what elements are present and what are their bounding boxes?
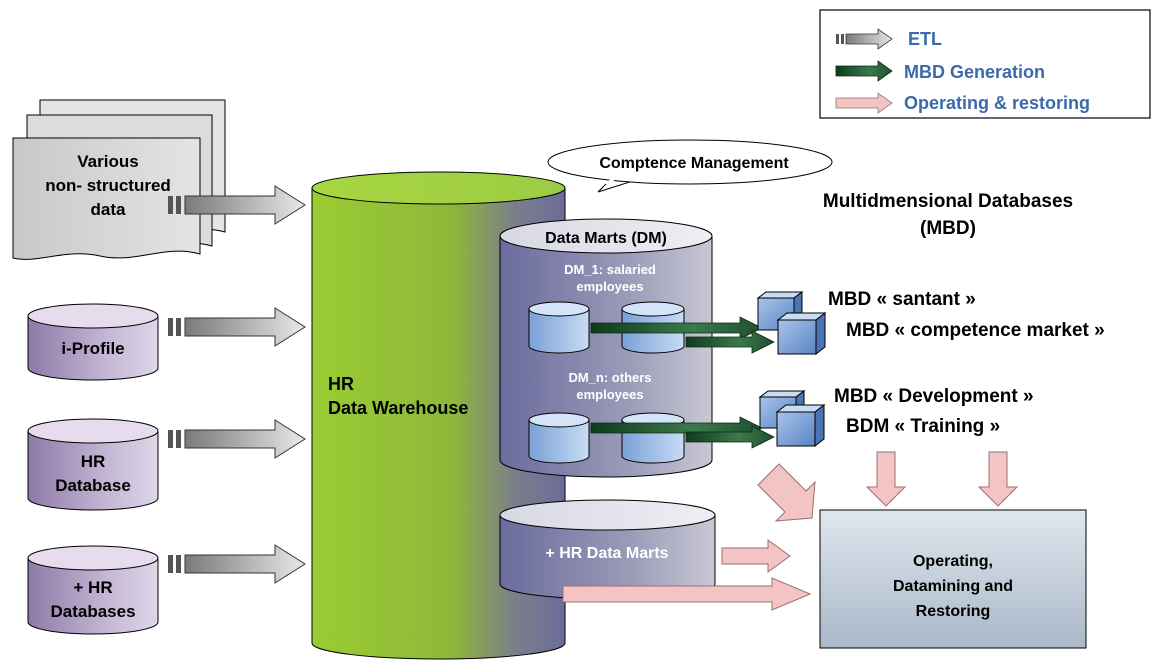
mbd-label-development: MBD « Development »	[834, 386, 1034, 407]
mbd-header-line-1: Multidmensional Databases	[823, 191, 1073, 212]
operating-box-line-1: Operating,	[913, 553, 993, 570]
legend-etl-arrow	[836, 28, 893, 50]
dm1-line-2: employees	[576, 279, 643, 294]
source-more-hr-databases-cylinder: + HR Databases	[27, 545, 159, 635]
legend: ETL MBD Generation Operating & restoring	[819, 9, 1151, 119]
legend-mbd-generation-arrow	[835, 60, 893, 82]
mbd-cube-competence-market	[776, 311, 827, 356]
source-hr-database-cylinder: HR Database	[27, 418, 159, 511]
unstructured-line-3: data	[91, 200, 127, 219]
mbd-label-competence-market: MBD « competence market »	[846, 320, 1105, 341]
dmn-line-1: DM_n: others	[568, 370, 651, 385]
operating-arrow-warehouse	[562, 577, 812, 611]
more-hr-data-marts-cylinder: + HR Data Marts	[499, 499, 716, 600]
operating-box-line-3: Restoring	[916, 603, 991, 620]
iprofile-label: i-Profile	[61, 339, 124, 358]
operating-arrow-dm-diagonal	[757, 463, 816, 522]
warehouse-line-2: Data Warehouse	[328, 398, 468, 418]
unstructured-line-1: Various	[77, 152, 138, 171]
more-hr-data-marts-label: + HR Data Marts	[545, 545, 668, 562]
operating-arrow-hr-data-marts	[721, 539, 791, 573]
dmn-small-cylinder-right	[621, 412, 685, 464]
etl-arrow-iprofile	[168, 307, 306, 347]
operating-box-line-2: Datamining and	[893, 578, 1013, 595]
mbd-generation-arrows-dm1	[590, 316, 775, 354]
mbd-header-line-2: (MBD)	[920, 218, 976, 239]
etl-arrow-hr-database	[168, 419, 306, 459]
dmn-line-2: employees	[576, 387, 643, 402]
mbd-generation-arrows-dmn	[590, 416, 775, 449]
more-hr-databases-line-2: Databases	[50, 602, 135, 621]
dm1-line-1: DM_1: salaried	[564, 262, 656, 277]
mbd-label-santant: MBD « santant »	[828, 289, 976, 310]
operating-arrow-down-left	[865, 451, 907, 507]
competence-bubble-label: Comptence Management	[599, 155, 789, 172]
dm1-small-cylinder-left	[528, 301, 590, 354]
etl-arrow-unstructured	[168, 185, 306, 225]
warehouse-line-1: HR	[328, 374, 354, 394]
legend-etl-label: ETL	[908, 29, 942, 49]
operating-datamining-restoring-box: Operating, Datamining and Restoring	[819, 509, 1087, 649]
data-marts-title: Data Marts (DM)	[545, 230, 667, 247]
more-hr-databases-line-1: + HR	[73, 578, 112, 597]
legend-operating-restoring-arrow	[835, 92, 893, 114]
competence-management-bubble: Comptence Management	[547, 139, 833, 193]
etl-arrow-more-hr-databases	[168, 544, 306, 584]
unstructured-line-2: non- structured	[45, 176, 171, 195]
operating-arrow-down-right	[977, 451, 1019, 507]
legend-operating-restoring-label: Operating & restoring	[904, 93, 1090, 113]
legend-mbd-generation-label: MBD Generation	[904, 62, 1045, 82]
source-iprofile-cylinder: i-Profile	[27, 303, 159, 381]
hr-database-line-1: HR	[81, 452, 106, 471]
mbd-cube-training	[775, 403, 826, 448]
dmn-small-cylinder-left	[528, 412, 590, 464]
hr-database-line-2: Database	[55, 476, 131, 495]
source-unstructured-documents: Various non- structured data	[12, 99, 226, 260]
mbd-label-training: BDM « Training »	[846, 416, 1000, 437]
